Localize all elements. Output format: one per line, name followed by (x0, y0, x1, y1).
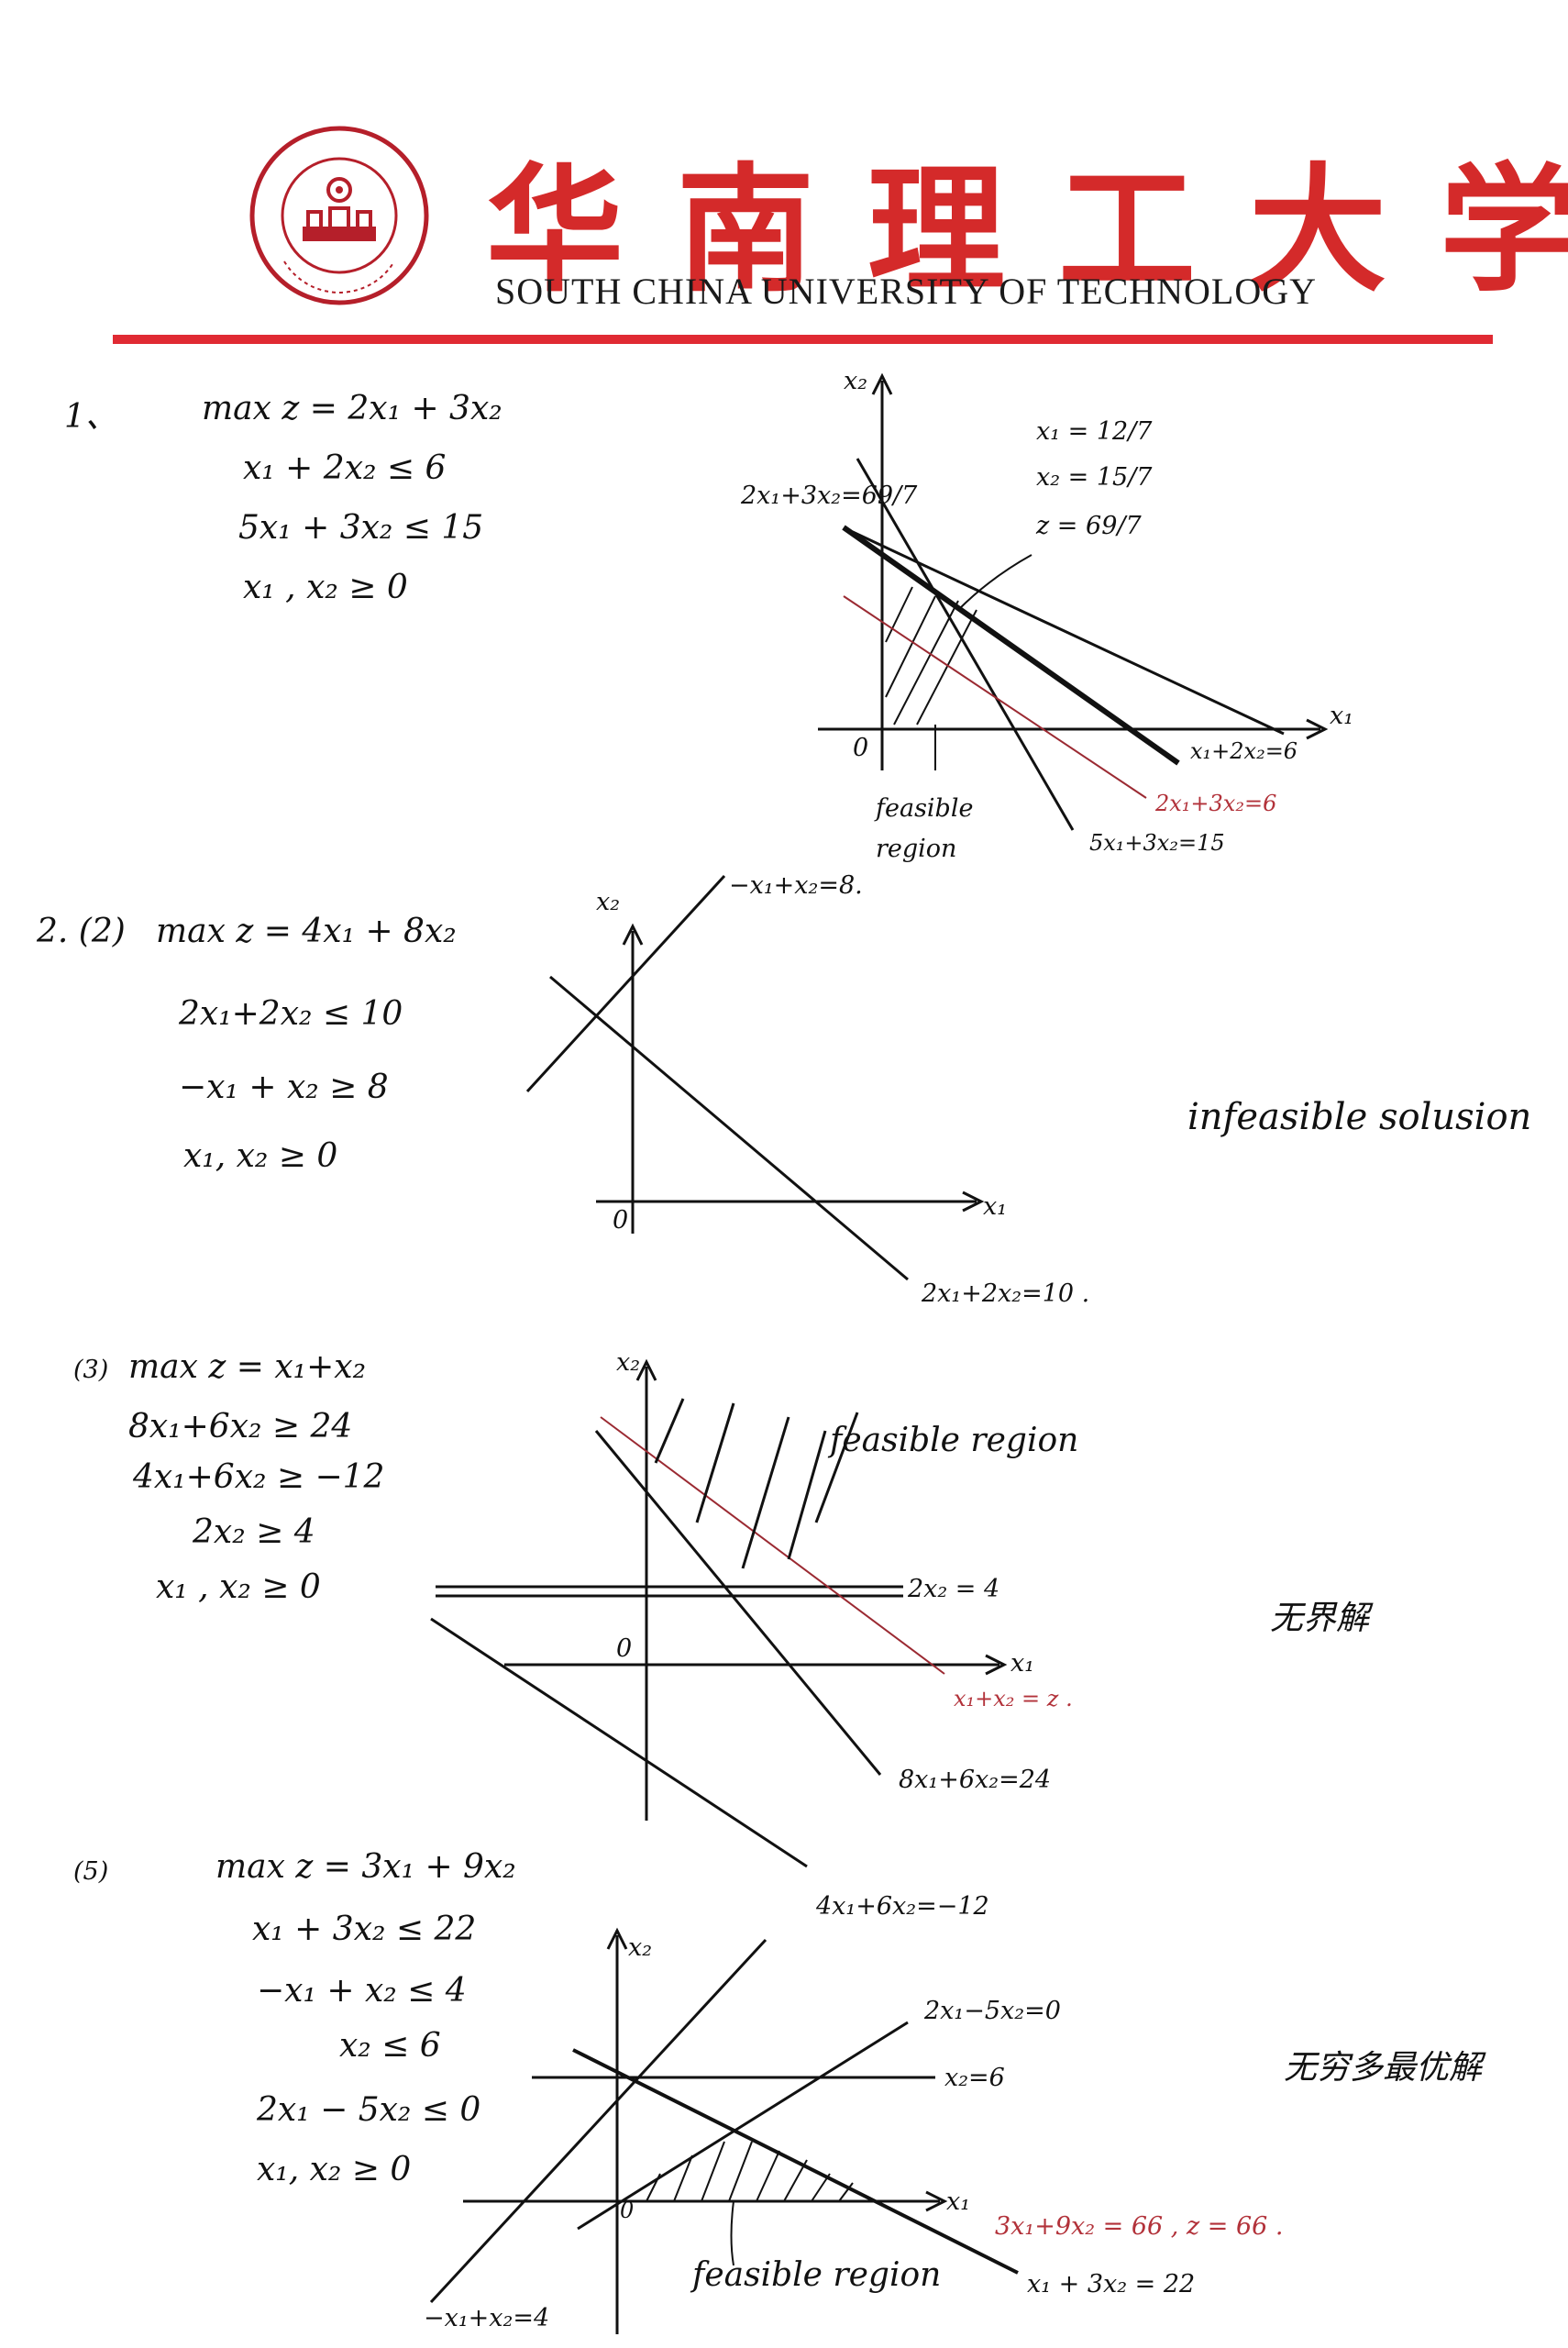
line-label: 2x₁−5x₂=0 (924, 1997, 1061, 2025)
result-text: infeasible solusion (1187, 1096, 1532, 1138)
origin-label: 0 (620, 2198, 635, 2223)
axis-label-x: x₁ (1330, 702, 1354, 730)
axis-label-y: x₂ (616, 1348, 641, 1377)
line-label: −x₁+x₂=4 (424, 2304, 550, 2332)
line-label: 2x₁+2x₂=10 . (922, 1279, 1090, 1308)
constraint: 5x₁ + 3x₂ ≤ 15 (238, 509, 484, 547)
constraint: 2x₁+2x₂ ≤ 10 (179, 995, 403, 1033)
problem-number: (3) (73, 1356, 109, 1384)
result-text: 无界解 (1270, 1600, 1370, 1637)
objective-function: max z = 2x₁ + 3x₂ (202, 390, 502, 427)
problem-number: 1、 (64, 398, 118, 436)
constraint: 2x₁ − 5x₂ ≤ 0 (257, 2091, 481, 2129)
origin-label: 0 (613, 1206, 629, 1235)
constraint: x₁ , x₂ ≥ 0 (243, 569, 408, 606)
constraint: x₁, x₂ ≥ 0 (257, 2151, 412, 2188)
axis-label-y: x₂ (844, 367, 868, 395)
line-label: 3x₁+9x₂ = 66 , z = 66 . (995, 2212, 1284, 2241)
origin-label: 0 (853, 734, 869, 762)
line-label: x₁+x₂ = z . (954, 1686, 1073, 1711)
objective-function: max z = 4x₁ + 8x₂ (156, 913, 457, 950)
constraint: x₁ , x₂ ≥ 0 (156, 1568, 321, 1606)
header-divider (113, 335, 1493, 344)
problem-number: 2. (2) (37, 913, 126, 950)
line-label: 8x₁+6x₂=24 (899, 1766, 1052, 1794)
feasible-region-label: feasible region (830, 1422, 1079, 1459)
constraint: x₂ ≤ 6 (339, 2027, 441, 2065)
constraint: x₁ + 3x₂ ≤ 22 (252, 1911, 477, 1948)
feasible-region-label: feasible region (876, 794, 974, 863)
line-label: 2x₂ = 4 (908, 1575, 1000, 1603)
line-label: 5x₁+3x₂=15 (1089, 830, 1225, 856)
constraint: 4x₁+6x₂ ≥ −12 (133, 1458, 385, 1496)
result-text: 无穷多最优解 (1284, 2049, 1483, 2087)
line-label: x₁ + 3x₂ = 22 (1027, 2270, 1196, 2298)
objective-line-label: 2x₁+3x₂=69/7 (741, 482, 918, 510)
axis-label-y: x₂ (596, 888, 621, 916)
solution-x1: x₁ = 12/7 (1036, 417, 1153, 446)
constraint: −x₁ + x₂ ≤ 4 (257, 1972, 467, 2010)
constraint: x₁, x₂ ≥ 0 (183, 1137, 338, 1175)
axis-label-x: x₁ (983, 1192, 1008, 1221)
problem-number: (5) (73, 1857, 109, 1886)
line-label: −x₁+x₂=8. (729, 871, 863, 900)
axis-label-y: x₂ (628, 1933, 653, 1962)
axis-label-x: x₁ (946, 2187, 971, 2216)
university-seal-logo (249, 126, 429, 305)
solution-z: z = 69/7 (1036, 512, 1142, 540)
objective-function: max z = x₁+x₂ (128, 1348, 366, 1386)
solution-x2: x₂ = 15/7 (1036, 463, 1153, 492)
axis-label-x: x₁ (1010, 1649, 1035, 1678)
constraint: 2x₂ ≥ 4 (193, 1513, 315, 1551)
constraint: 8x₁+6x₂ ≥ 24 (128, 1408, 353, 1445)
university-name-chinese: 华南理工大学 (486, 150, 1568, 311)
line-label: 2x₁+3x₂=6 (1155, 791, 1277, 816)
feasible-region-label: feasible region (692, 2256, 942, 2294)
constraint: x₁ + 2x₂ ≤ 6 (243, 449, 447, 487)
line-label: 4x₁+6x₂=−12 (816, 1892, 989, 1921)
line-label: x₂=6 (944, 2064, 1005, 2092)
constraint: −x₁ + x₂ ≥ 8 (179, 1069, 389, 1106)
origin-label: 0 (616, 1634, 633, 1663)
objective-function: max z = 3x₁ + 9x₂ (215, 1848, 516, 1886)
line-label: x₁+2x₂=6 (1190, 738, 1298, 764)
university-name-english: SOUTH CHINA UNIVERSITY OF TECHNOLOGY (495, 271, 1317, 312)
